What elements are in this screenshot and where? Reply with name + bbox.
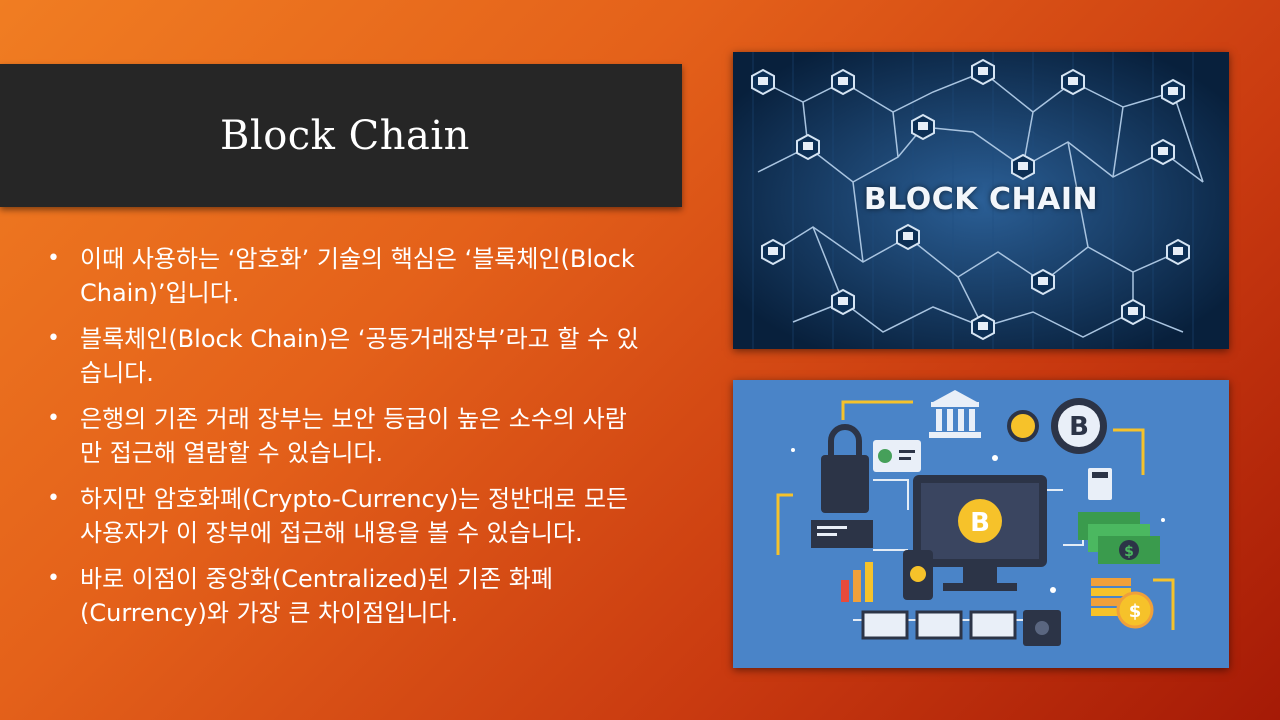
- bank-icon: [929, 390, 981, 438]
- bullet-list: • 이때 사용하는 ‘암호화’ 기술의 핵심은 ‘블록체인(Block Chain…: [44, 242, 644, 642]
- cash-icon: $: [1078, 512, 1160, 564]
- svg-text:B: B: [970, 508, 990, 538]
- list-item: • 하지만 암호화폐(Crypto-Currency)는 정반대로 모든 사용자가…: [44, 482, 644, 550]
- list-item: • 블록체인(Block Chain)은 ‘공동거래장부’라고 할 수 있습니다.: [44, 322, 644, 390]
- bullet-text: 하지만 암호화폐(Crypto-Currency)는 정반대로 모든 사용자가 …: [80, 485, 629, 547]
- bullet-text: 블록체인(Block Chain)은 ‘공동거래장부’라고 할 수 있습니다.: [80, 325, 639, 387]
- monitor-icon: B: [913, 475, 1047, 591]
- crypto-graphic: B B: [733, 380, 1229, 668]
- server-row-icon: [861, 610, 1061, 646]
- bullet-icon: •: [47, 406, 60, 431]
- slide-title: Block Chain: [220, 112, 470, 159]
- blockchain-network-image: BLOCK CHAIN: [733, 52, 1229, 349]
- title-bar: Block Chain: [0, 64, 682, 207]
- crypto-currency-illustration: B B: [733, 380, 1229, 668]
- bullet-icon: •: [47, 246, 60, 271]
- svg-text:$: $: [1129, 601, 1142, 622]
- bullet-text: 이때 사용하는 ‘암호화’ 기술의 핵심은 ‘블록체인(Block Chain)…: [80, 245, 635, 307]
- bar-chart-icon: [841, 562, 873, 602]
- bullet-icon: •: [47, 566, 60, 591]
- list-item: • 바로 이점이 중앙화(Centralized)된 기존 화폐(Currency…: [44, 562, 644, 630]
- list-item: • 이때 사용하는 ‘암호화’ 기술의 핵심은 ‘블록체인(Block Chain…: [44, 242, 644, 310]
- svg-text:B: B: [1069, 412, 1089, 442]
- bitcoin-coin-icon: B: [1051, 398, 1107, 454]
- lock-icon: [821, 424, 869, 513]
- bullet-text: 바로 이점이 중앙화(Centralized)된 기존 화폐(Currency)…: [80, 565, 553, 627]
- chart-card-icon: [873, 440, 921, 472]
- gear-icon: [1007, 410, 1039, 442]
- list-item: • 은행의 기존 거래 장부는 보안 등급이 높은 소수의 사람만 접근해 열람할…: [44, 402, 644, 470]
- network-graphic: [733, 52, 1229, 349]
- svg-text:$: $: [1124, 544, 1134, 560]
- blockchain-label: BLOCK CHAIN: [863, 182, 1099, 217]
- bullet-text: 은행의 기존 거래 장부는 보안 등급이 높은 소수의 사람만 접근해 열람할 …: [80, 405, 627, 467]
- bullet-icon: •: [47, 326, 60, 351]
- gold-coins-icon: $: [1091, 578, 1154, 629]
- bullet-icon: •: [47, 486, 60, 511]
